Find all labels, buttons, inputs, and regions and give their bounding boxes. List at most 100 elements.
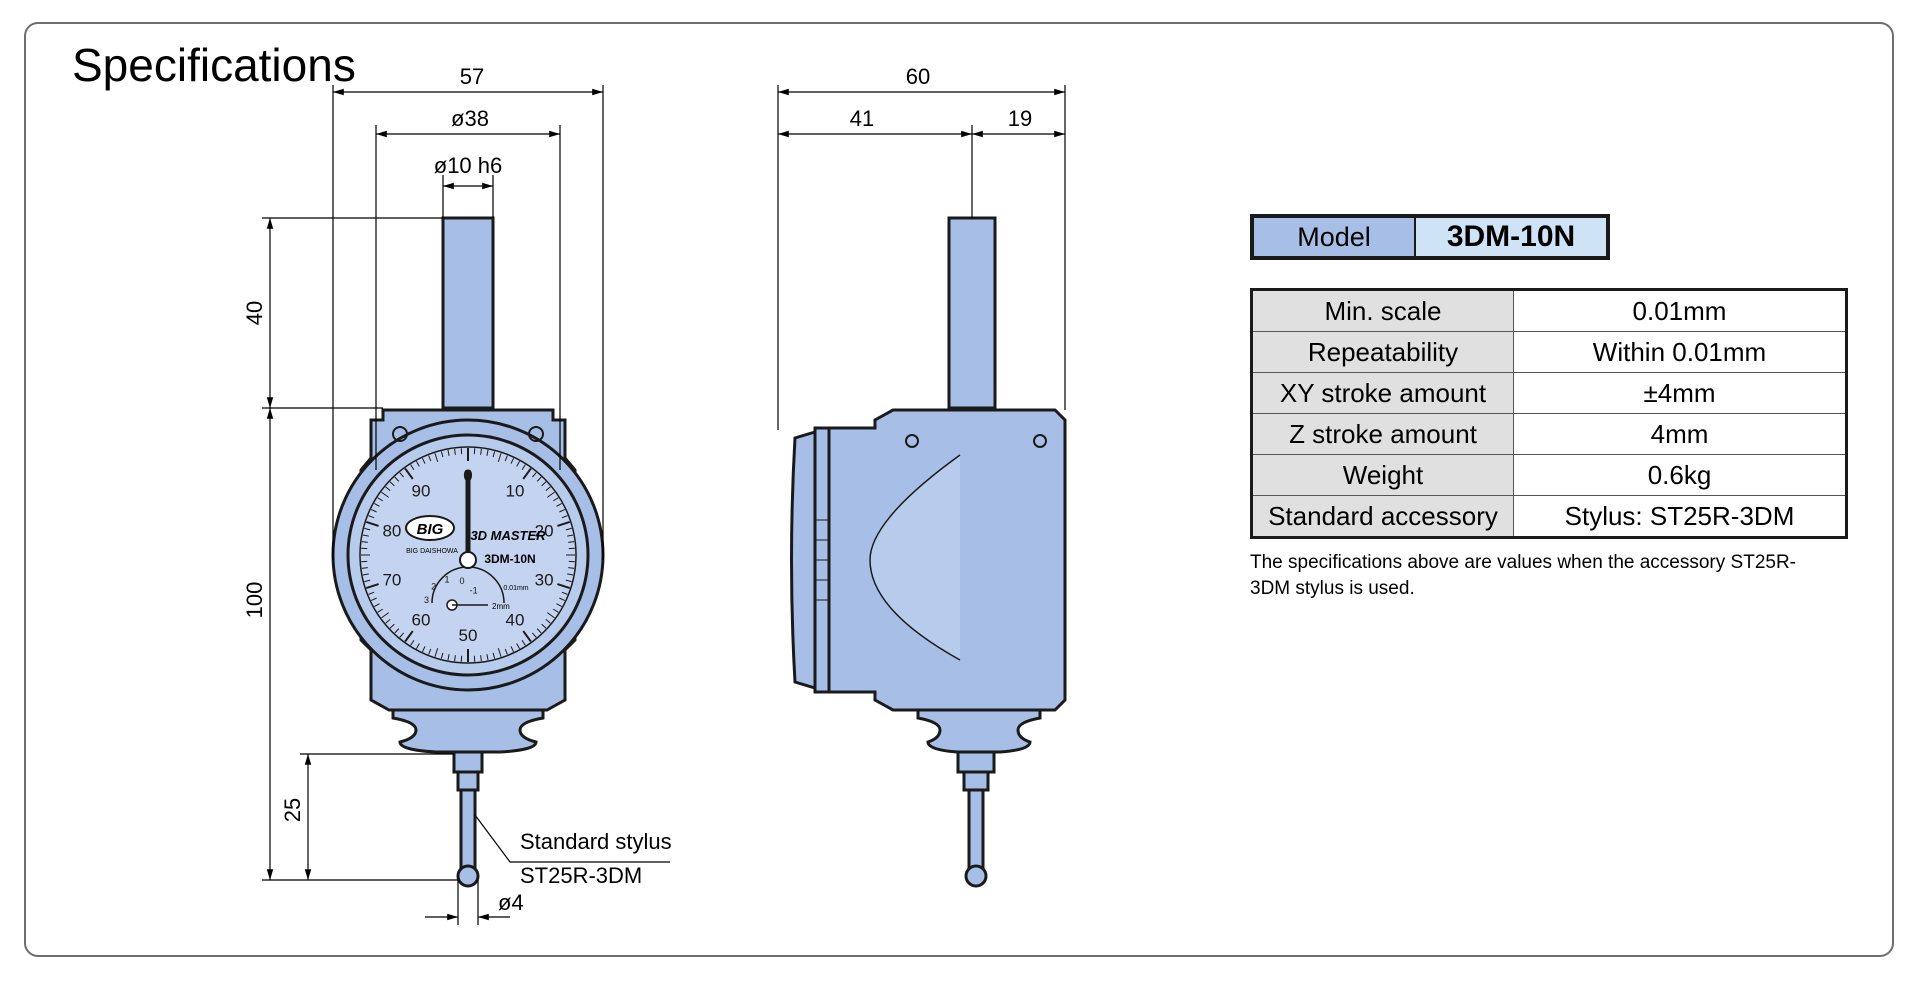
dial-tick bbox=[486, 449, 489, 456]
dial-tick bbox=[568, 541, 575, 543]
dial-model-text: 3DM-10N bbox=[484, 552, 535, 566]
spec-label: Repeatability bbox=[1251, 331, 1514, 373]
model-value: 3DM-10N bbox=[1416, 218, 1606, 256]
screw-icon bbox=[528, 426, 544, 442]
dial-tick bbox=[410, 640, 415, 646]
dial-ticks bbox=[361, 448, 575, 662]
dial-tick bbox=[381, 612, 390, 619]
product-text: 3D MASTER bbox=[470, 528, 546, 543]
model-label: Model bbox=[1254, 218, 1416, 256]
dial-tick bbox=[541, 481, 547, 487]
dial-tick bbox=[497, 648, 502, 657]
dial-tick bbox=[557, 520, 571, 527]
dial-tick bbox=[364, 527, 371, 531]
dim-100: 100 bbox=[242, 582, 267, 619]
sub-dial-label: 2 bbox=[431, 582, 436, 592]
dial-tick bbox=[361, 567, 368, 569]
screw-icon bbox=[905, 434, 919, 448]
side-stylus-shaft bbox=[967, 788, 985, 872]
spec-value: 4mm bbox=[1513, 413, 1847, 455]
dial-tick bbox=[385, 486, 391, 492]
front-stylus-collar bbox=[456, 770, 480, 792]
dial-tick bbox=[434, 453, 439, 462]
dim-25: 25 bbox=[280, 798, 305, 822]
dial-tick bbox=[561, 591, 568, 595]
dial-tick bbox=[362, 573, 369, 576]
dial-tick bbox=[545, 486, 551, 492]
dim-dia38: ø38 bbox=[451, 106, 489, 131]
spec-frame bbox=[24, 22, 1894, 957]
dial-scale-label: 70 bbox=[382, 571, 401, 590]
sub-unit-text: 2mm bbox=[492, 602, 510, 611]
dial-tick bbox=[541, 623, 547, 629]
side-bellows bbox=[916, 708, 1042, 754]
front-stylus-ball bbox=[456, 864, 480, 888]
dial-tick bbox=[410, 464, 415, 470]
dial-tick bbox=[399, 632, 405, 638]
dial-tick bbox=[510, 646, 515, 653]
dial-tick bbox=[404, 630, 414, 643]
dial-scale-label: 80 bbox=[382, 521, 401, 540]
dial-tick bbox=[385, 618, 391, 624]
dial-tick bbox=[546, 491, 555, 498]
dial-tick bbox=[373, 503, 380, 507]
side-view bbox=[790, 216, 1067, 888]
dial-tick bbox=[556, 503, 563, 507]
table-row: Z stroke amount 4mm bbox=[1251, 413, 1847, 455]
dial-tick bbox=[497, 453, 502, 462]
dim-41: 41 bbox=[850, 106, 874, 131]
dim-dia4: ø4 bbox=[498, 890, 524, 915]
table-row: XY stroke amount ±4mm bbox=[1251, 372, 1847, 414]
dial-tick bbox=[504, 648, 508, 655]
spec-value: Within 0.01mm bbox=[1513, 331, 1847, 373]
dial-tick bbox=[556, 603, 563, 607]
spec-note: The specifications above are values when… bbox=[1250, 552, 1796, 599]
dial-scale-label: 20 bbox=[535, 521, 554, 540]
screw-icon bbox=[392, 426, 408, 442]
screw-icon bbox=[1033, 434, 1047, 448]
dial-scale-label: 50 bbox=[459, 626, 478, 645]
brand-logo bbox=[405, 515, 455, 541]
dial-tick bbox=[559, 508, 566, 513]
dial-tick bbox=[365, 520, 379, 527]
dial-scale-label: 30 bbox=[535, 571, 554, 590]
front-dimensions bbox=[262, 85, 670, 925]
spec-label: Z stroke amount bbox=[1251, 413, 1514, 455]
dial-tick bbox=[447, 654, 450, 661]
dial-tick bbox=[567, 573, 574, 576]
side-stylus-collar bbox=[962, 770, 990, 792]
dial-tick bbox=[561, 515, 568, 519]
spec-label: Min. scale bbox=[1251, 289, 1514, 332]
table-row: Standard accessory Stylus: ST25R-3DM bbox=[1251, 495, 1847, 538]
dial-scale-label: 60 bbox=[412, 611, 431, 630]
dial-tick bbox=[381, 491, 390, 498]
dial-tick bbox=[421, 646, 426, 653]
dial-tick bbox=[522, 467, 532, 480]
front-bellows bbox=[391, 708, 545, 754]
table-row: Repeatability Within 0.01mm bbox=[1251, 331, 1847, 373]
dim-60: 60 bbox=[906, 64, 930, 89]
dial-tick bbox=[394, 476, 400, 482]
dial-tick bbox=[361, 541, 368, 543]
front-stylus-shaft bbox=[459, 788, 477, 872]
dial-tick bbox=[370, 597, 377, 602]
dial-tick bbox=[373, 603, 380, 607]
dial-tick bbox=[565, 579, 572, 583]
dial-unit-text: 0.01mm bbox=[503, 585, 528, 592]
dial-tick bbox=[454, 448, 456, 455]
dim-19: 19 bbox=[1008, 106, 1032, 131]
dial-tick bbox=[531, 632, 537, 638]
dial-tick bbox=[454, 655, 456, 662]
dim-40: 40 bbox=[242, 301, 267, 325]
stylus-label-1: Standard stylus bbox=[520, 829, 672, 854]
side-dimensions bbox=[777, 85, 1066, 430]
stylus-label-2: ST25R-3DM bbox=[520, 863, 642, 888]
dial-tick bbox=[536, 628, 542, 634]
front-shank bbox=[441, 216, 495, 410]
dial-tick bbox=[368, 591, 375, 595]
table-row: Min. scale 0.01mm bbox=[1251, 289, 1847, 332]
dial-tick bbox=[421, 457, 426, 464]
dial-tick bbox=[565, 527, 572, 531]
spec-label: Standard accessory bbox=[1251, 495, 1514, 538]
dial-tick bbox=[389, 481, 395, 487]
